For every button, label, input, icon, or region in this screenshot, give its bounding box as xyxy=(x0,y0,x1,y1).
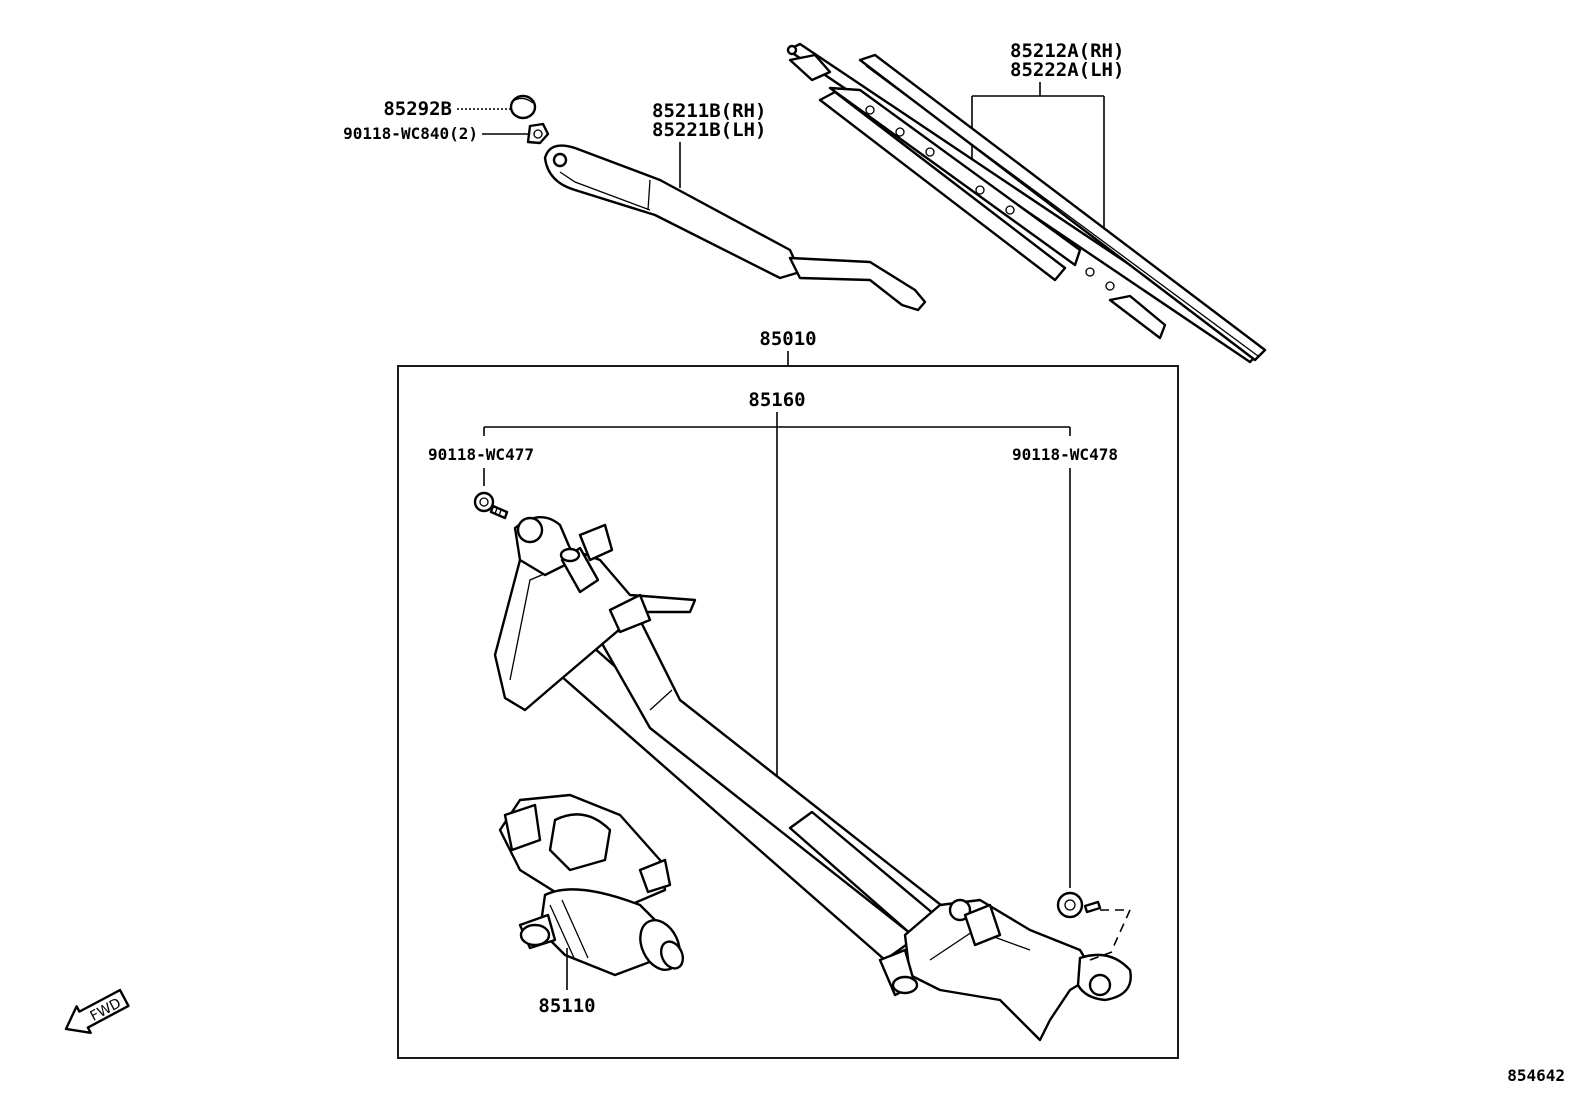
label-blade-rh: 85212A(RH) xyxy=(1010,40,1124,62)
label-bolt-left: 90118-WC477 xyxy=(428,445,534,464)
label-85110: 85110 xyxy=(538,995,595,1017)
nut-icon xyxy=(526,122,550,145)
label-85010: 85010 xyxy=(759,328,816,350)
label-nut: 90118-WC840(2) xyxy=(343,124,478,143)
bolt-right-icon xyxy=(1056,891,1132,961)
label-85292B: 85292B xyxy=(383,98,452,120)
diagram-id: 854642 xyxy=(1507,1066,1565,1085)
label-blade-lh: 85222A(LH) xyxy=(1010,59,1124,81)
fwd-arrow-icon: FWD xyxy=(64,988,130,1035)
wiper-motor xyxy=(498,793,685,977)
cap-icon xyxy=(509,94,537,120)
label-arm-lh: 85221B(LH) xyxy=(652,119,766,141)
wiper-blade xyxy=(786,42,1267,364)
wiper-linkage xyxy=(493,516,1132,1042)
wiper-arm xyxy=(543,144,927,312)
label-85160: 85160 xyxy=(748,389,805,411)
label-bolt-right: 90118-WC478 xyxy=(1012,445,1118,464)
label-arm-rh: 85211B(RH) xyxy=(652,100,766,122)
bolt-left-icon xyxy=(473,491,509,520)
